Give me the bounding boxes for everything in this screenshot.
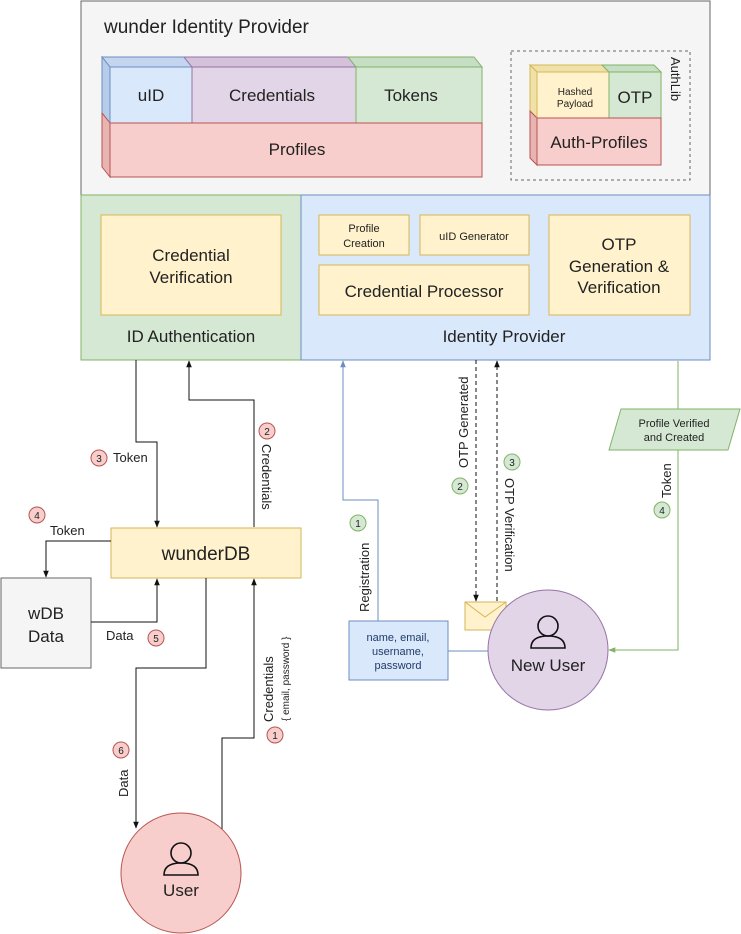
profile-verified-label-2: and Created xyxy=(644,432,705,444)
otp-generation-box xyxy=(548,214,691,316)
profiles-label: Profiles xyxy=(269,140,326,159)
badge-red-4: 4 xyxy=(28,506,46,524)
badge-green-1: 1 xyxy=(349,514,367,532)
flow-data-6 xyxy=(133,578,207,829)
badge-green-2: 2 xyxy=(451,477,469,495)
flow-token-green-4-label: Token xyxy=(659,463,674,498)
new-user-actor: New User xyxy=(487,589,609,711)
badge-green-4: 4 xyxy=(653,501,671,519)
wdb-data-box xyxy=(0,577,92,669)
auth-profiles-block xyxy=(536,117,662,166)
authlib-label: AuthLib xyxy=(668,57,683,101)
flow-otp-generated-2-label: OTP Generated xyxy=(456,376,471,468)
uid-block xyxy=(109,66,193,124)
credential-verification-label-2: Verification xyxy=(149,268,232,287)
credential-processor-box xyxy=(318,264,530,316)
tokens-block xyxy=(355,66,483,124)
tokens-label: Tokens xyxy=(384,86,438,105)
user-circle xyxy=(120,812,242,934)
authlib-group: AuthLib Hashed Payload OTP Auth-Profiles xyxy=(510,50,691,181)
wunderdb-label: wunderDB xyxy=(161,544,251,565)
flow-otp-verification-3-label: OTP Verification xyxy=(502,478,517,572)
flow-token-3-label: Token xyxy=(113,450,148,465)
otp-generation-label-2: Generation & xyxy=(569,257,670,276)
badge-red-3: 3 xyxy=(90,449,108,467)
registration-box xyxy=(348,620,449,681)
svg-text:4: 4 xyxy=(659,506,665,517)
flow-token-4 xyxy=(43,540,111,578)
svg-text:3: 3 xyxy=(509,458,515,469)
id-authentication-label: ID Authentication xyxy=(127,327,256,346)
otp-label: OTP xyxy=(618,88,653,107)
wunderdb-box xyxy=(110,527,302,579)
hashed-payload-label-2: Payload xyxy=(557,99,593,110)
wdb-data-label-2: Data xyxy=(28,627,64,646)
flow-data-5-label: Data xyxy=(106,628,134,643)
flow-credentials-2-label: Credentials xyxy=(259,444,274,510)
wdb-data-label-1: wDB xyxy=(27,604,64,623)
credential-verification-label-1: Credential xyxy=(152,246,230,265)
profile-verified-label-1: Profile Verified xyxy=(639,418,710,430)
registration-box-line-2: username, xyxy=(372,646,424,658)
profile-creation-label-2: Creation xyxy=(343,238,385,250)
data-store: uID Credentials Tokens Profiles xyxy=(100,55,484,179)
flow-token-green-4 xyxy=(608,361,679,653)
flow-credentials-2 xyxy=(186,360,255,527)
otp-block xyxy=(608,71,662,119)
profile-verified-shape xyxy=(608,408,741,451)
uid-generator-box xyxy=(419,214,530,256)
svg-text:1: 1 xyxy=(355,519,361,530)
badge-red-1: 1 xyxy=(266,726,284,744)
uid-label: uID xyxy=(138,86,164,105)
profile-creation-label-1: Profile xyxy=(348,223,379,235)
flow-credentials-1-label: Credentials xyxy=(261,656,276,722)
provider-title: wunder Identity Provider xyxy=(103,17,310,38)
otp-generation-label-3: Verification xyxy=(577,278,660,297)
otp-generation-label-1: OTP xyxy=(602,235,637,254)
registration-box-line-3: password xyxy=(374,660,421,672)
auth-profiles-label: Auth-Profiles xyxy=(550,133,647,152)
svg-text:6: 6 xyxy=(118,746,124,757)
credential-verification-box xyxy=(100,214,282,316)
svg-text:4: 4 xyxy=(34,511,40,522)
credentials-block xyxy=(191,66,357,124)
user-person-icon xyxy=(163,842,199,876)
flow-token-4-label: Token xyxy=(50,523,85,538)
credential-processor-label: Credential Processor xyxy=(345,282,504,301)
new-user-circle xyxy=(487,589,609,711)
badge-red-5: 5 xyxy=(147,629,165,647)
svg-text:1: 1 xyxy=(272,731,278,742)
svg-text:2: 2 xyxy=(457,482,463,493)
badge-red-2: 2 xyxy=(258,422,276,440)
flow-registration-1 xyxy=(340,360,379,621)
flow-token-3 xyxy=(135,360,160,528)
badge-green-3: 3 xyxy=(503,453,521,471)
authlib-boundary xyxy=(510,50,691,181)
svg-text:2: 2 xyxy=(264,427,270,438)
new-user-person-icon xyxy=(530,615,566,649)
uid-generator-label: uID Generator xyxy=(439,231,509,243)
credentials-label: Credentials xyxy=(229,86,315,105)
registration-box-line-1: name, email, xyxy=(367,632,430,644)
svg-text:3: 3 xyxy=(96,454,102,465)
profiles-block xyxy=(109,122,483,178)
flow-data-6-label: Data xyxy=(116,769,131,797)
flow-credentials-1-sublabel: { email, password } xyxy=(281,636,292,721)
hashed-payload-label-1: Hashed xyxy=(558,87,592,98)
flow-data-5 xyxy=(91,578,160,623)
svg-text:5: 5 xyxy=(153,634,159,645)
flow-credentials-1 xyxy=(221,578,257,830)
user-actor: User xyxy=(120,812,242,934)
badge-red-6: 6 xyxy=(112,741,130,759)
profile-creation-box xyxy=(318,214,410,256)
identity-provider-label: Identity Provider xyxy=(443,327,566,346)
user-label: User xyxy=(163,881,199,900)
new-user-label: New User xyxy=(511,656,586,675)
flow-registration-1-label: Registration xyxy=(357,543,372,612)
